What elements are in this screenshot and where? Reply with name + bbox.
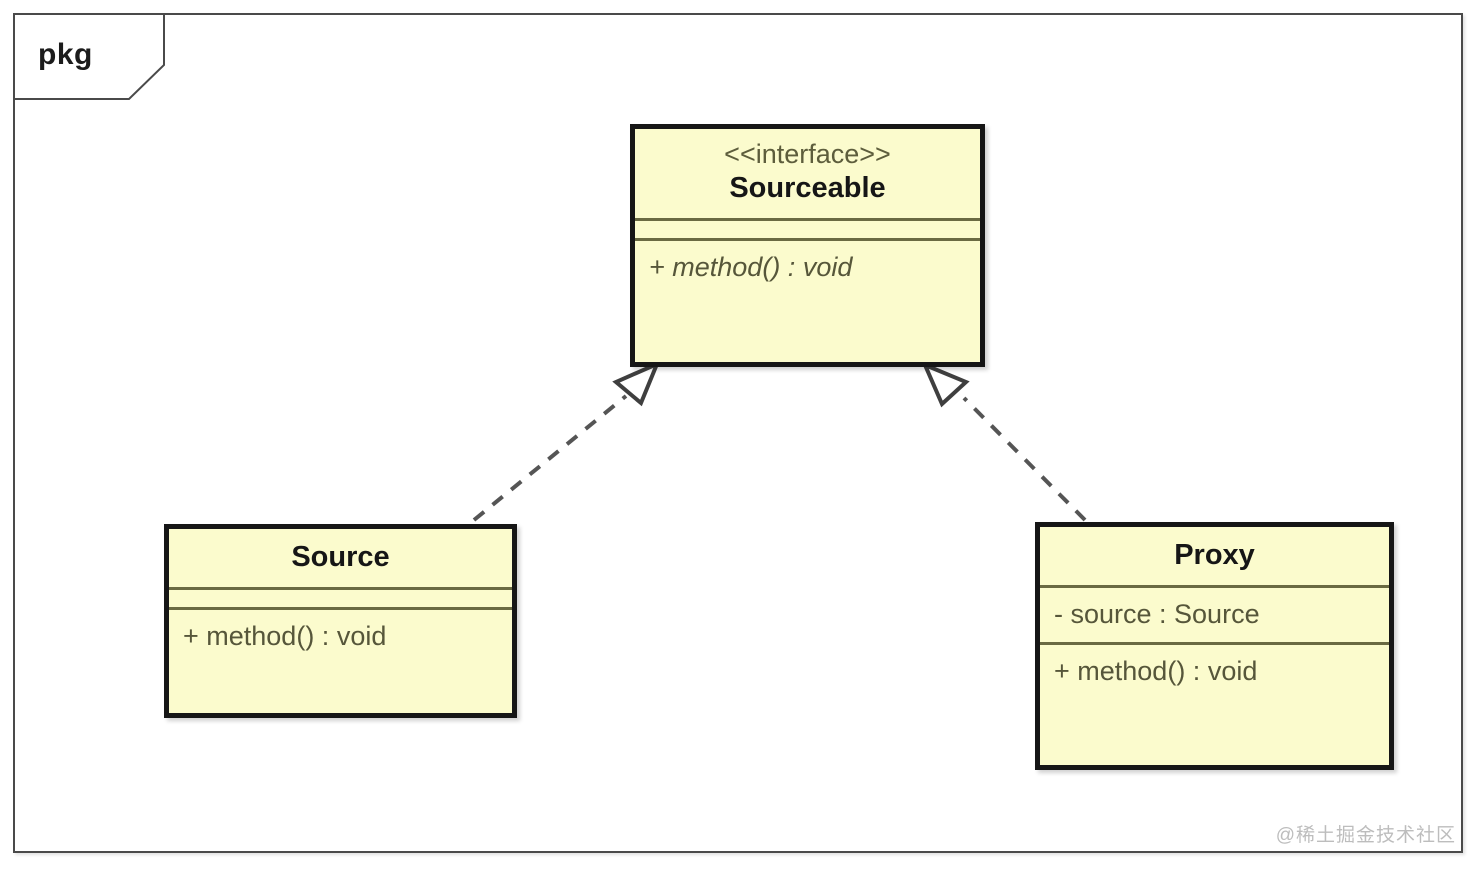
stereotype-label-sourceable: <<interface>> (724, 139, 891, 169)
package-frame-tab (13, 13, 165, 100)
name-compartment-source: Source (169, 529, 512, 587)
class-name-sourceable: Sourceable (729, 172, 886, 205)
package-frame (13, 13, 1463, 853)
compartment-separator (169, 607, 512, 611)
attributes-compartment-source (169, 590, 512, 607)
operations-compartment-sourceable: + method() : void (635, 241, 980, 295)
operations-compartment-source: + method() : void (169, 610, 512, 664)
operation-row: + method() : void (183, 621, 387, 652)
name-compartment-sourceable: <<interface>> Sourceable (635, 129, 980, 218)
operation-row: + method() : void (1054, 656, 1258, 687)
class-box-sourceable[interactable]: <<interface>> Sourceable + method() : vo… (630, 124, 985, 367)
watermark-label: @稀土掘金技术社区 (1275, 825, 1456, 846)
class-name-proxy: Proxy (1174, 539, 1255, 571)
operation-row: + method() : void (649, 252, 853, 283)
compartment-separator (1040, 642, 1389, 646)
attribute-row: - source : Source (1054, 599, 1260, 630)
compartment-separator (635, 238, 980, 242)
compartment-separator (169, 587, 512, 591)
compartment-separator (635, 218, 980, 222)
class-box-source[interactable]: Source + method() : void (164, 524, 517, 718)
class-box-proxy[interactable]: Proxy - source : Source + method() : voi… (1035, 522, 1394, 770)
name-compartment-proxy: Proxy (1040, 527, 1389, 585)
compartment-separator (1040, 585, 1389, 589)
attributes-compartment-proxy: - source : Source (1040, 588, 1389, 642)
package-label: pkg (38, 38, 93, 71)
attributes-compartment-sourceable (635, 221, 980, 238)
operations-compartment-proxy: + method() : void (1040, 645, 1389, 699)
class-name-source: Source (291, 541, 390, 573)
